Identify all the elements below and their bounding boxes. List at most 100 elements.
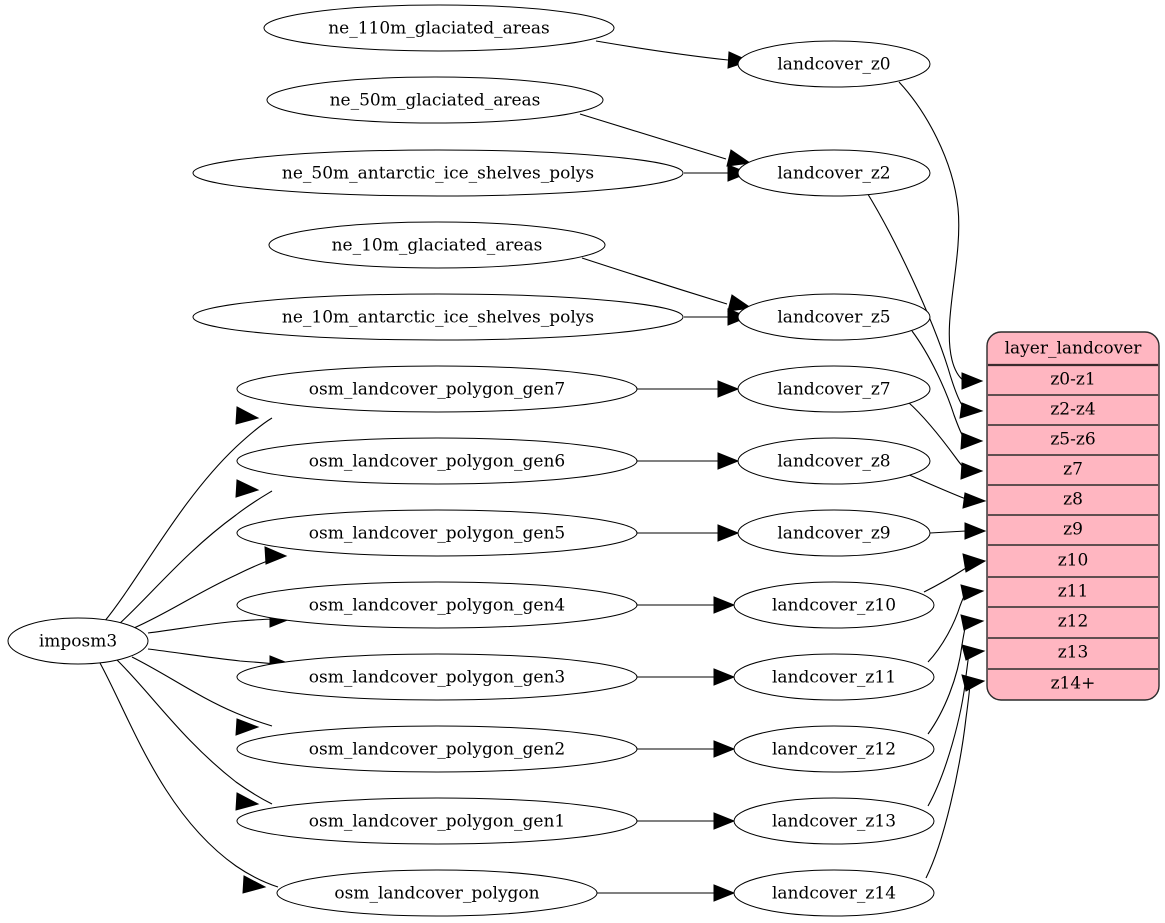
table-row-z13[interactable]: z13 (1058, 643, 1089, 663)
node-landcover-z0[interactable]: landcover_z0 (737, 40, 931, 88)
node-osm-landcover-polygon-gen6[interactable]: osm_landcover_polygon_gen6 (236, 437, 638, 485)
node-ne-50m-antarctic-ice-shelves-polys-shape[interactable] (192, 149, 684, 197)
edge-z10-to-row-z10 (923, 553, 987, 593)
edge-gen3-to-z11 (637, 668, 736, 686)
node-landcover-z13-shape[interactable] (733, 797, 935, 845)
edge-imposm3-to-gen6 (117, 479, 273, 626)
node-landcover-z9-label: landcover_z9 (777, 524, 890, 544)
node-osm-landcover-polygon-gen4[interactable]: osm_landcover_polygon_gen4 (236, 581, 638, 629)
node-landcover-z12[interactable]: landcover_z12 (733, 725, 935, 773)
node-landcover-z12-label: landcover_z12 (772, 740, 896, 760)
node-ne-110m-glaciated-areas-label: ne_110m_glaciated_areas (328, 19, 550, 39)
node-ne-110m-glaciated-areas-shape[interactable] (263, 4, 615, 52)
edge-ne110m-to-z0 (595, 40, 751, 69)
table-row-z10[interactable]: z10 (1058, 551, 1089, 571)
node-ne-50m-glaciated-areas-label: ne_50m_glaciated_areas (330, 91, 541, 111)
edge-polygon-to-z14 (597, 884, 736, 902)
table-row-z2-z4[interactable]: z2-z4 (1050, 400, 1095, 420)
layer-landcover-table[interactable]: layer_landcover z0-z1 z2-z4 z5-z6 z7 z8 … (986, 331, 1160, 701)
node-osm-landcover-polygon-gen2[interactable]: osm_landcover_polygon_gen2 (236, 725, 638, 773)
node-landcover-z9[interactable]: landcover_z9 (737, 509, 931, 557)
edge-gen1-to-z13 (637, 812, 736, 830)
edge-z9-to-row-z9 (929, 522, 987, 540)
node-ne-10m-antarctic-ice-shelves-polys[interactable]: ne_10m_antarctic_ice_shelves_polys (192, 293, 684, 341)
node-osm-landcover-polygon-gen4-shape[interactable] (236, 581, 638, 629)
node-imposm3[interactable]: imposm3 (7, 617, 149, 665)
node-ne-10m-antarctic-ice-shelves-polys-label: ne_10m_antarctic_ice_shelves_polys (282, 308, 594, 328)
node-osm-landcover-polygon-label: osm_landcover_polygon (334, 884, 539, 904)
node-osm-landcover-polygon-gen7[interactable]: osm_landcover_polygon_gen7 (236, 365, 638, 413)
edge-gen6-to-z8 (637, 452, 740, 470)
table-row-z8[interactable]: z8 (1063, 490, 1083, 510)
node-imposm3-label: imposm3 (39, 632, 117, 652)
node-ne-10m-antarctic-ice-shelves-polys-shape[interactable] (192, 293, 684, 341)
table-row-z7[interactable]: z7 (1063, 460, 1083, 480)
node-landcover-z11[interactable]: landcover_z11 (733, 653, 935, 701)
node-osm-landcover-polygon-gen5-label: osm_landcover_polygon_gen5 (309, 524, 565, 544)
node-landcover-z10-label: landcover_z10 (772, 596, 896, 616)
node-landcover-z10-shape[interactable] (733, 581, 935, 629)
table-row-z0-z1[interactable]: z0-z1 (1050, 370, 1095, 390)
node-landcover-z10[interactable]: landcover_z10 (733, 581, 935, 629)
node-landcover-z7[interactable]: landcover_z7 (737, 365, 931, 413)
node-ne-10m-glaciated-areas-label: ne_10m_glaciated_areas (332, 236, 543, 256)
node-ne-50m-antarctic-ice-shelves-polys-label: ne_50m_antarctic_ice_shelves_polys (282, 164, 594, 184)
node-landcover-z2-label: landcover_z2 (777, 164, 890, 184)
node-landcover-z5-label: landcover_z5 (777, 308, 890, 328)
edge-z2-to-row-z2z4 (865, 190, 984, 419)
edge-gen2-to-z12 (637, 740, 736, 758)
node-landcover-z9-shape[interactable] (737, 509, 931, 557)
node-osm-landcover-polygon-gen5-shape[interactable] (236, 509, 638, 557)
edge-z0-to-row-z0z1 (898, 81, 984, 390)
node-osm-landcover-polygon-gen1-label: osm_landcover_polygon_gen1 (309, 812, 565, 832)
node-osm-landcover-polygon-gen1[interactable]: osm_landcover_polygon_gen1 (236, 797, 638, 845)
layer-landcover-table-body (986, 331, 1160, 701)
node-osm-landcover-polygon-gen1-shape[interactable] (236, 797, 638, 845)
edge-imposm3-to-gen7 (103, 406, 273, 623)
edge-imposm3-to-gen2 (131, 656, 273, 736)
node-landcover-z5[interactable]: landcover_z5 (737, 293, 931, 341)
node-landcover-z0-shape[interactable] (737, 40, 931, 88)
edge-gen7-to-z7 (637, 380, 740, 398)
node-osm-landcover-polygon-shape[interactable] (276, 869, 598, 917)
edge-imposm3-to-gen5 (133, 546, 288, 629)
node-landcover-z8[interactable]: landcover_z8 (737, 437, 931, 485)
node-landcover-z14[interactable]: landcover_z14 (733, 869, 935, 917)
node-osm-landcover-polygon[interactable]: osm_landcover_polygon (276, 869, 598, 917)
node-osm-landcover-polygon-gen5[interactable]: osm_landcover_polygon_gen5 (236, 509, 638, 557)
edge-z8-to-row-z8 (906, 473, 987, 509)
node-landcover-z11-shape[interactable] (733, 653, 935, 701)
node-ne-10m-glaciated-areas-shape[interactable] (268, 221, 606, 269)
table-row-z5-z6[interactable]: z5-z6 (1050, 430, 1095, 450)
node-landcover-z11-label: landcover_z11 (772, 668, 896, 688)
node-landcover-z8-shape[interactable] (737, 437, 931, 485)
table-row-z11[interactable]: z11 (1058, 582, 1089, 602)
table-row-z9[interactable]: z9 (1063, 520, 1083, 540)
table-row-z12[interactable]: z12 (1058, 612, 1089, 632)
node-landcover-z14-shape[interactable] (733, 869, 935, 917)
node-landcover-z12-shape[interactable] (733, 725, 935, 773)
node-landcover-z2[interactable]: landcover_z2 (737, 149, 931, 197)
node-osm-landcover-polygon-gen2-shape[interactable] (236, 725, 638, 773)
node-landcover-z8-label: landcover_z8 (777, 452, 890, 472)
node-osm-landcover-polygon-gen3[interactable]: osm_landcover_polygon_gen3 (236, 653, 638, 701)
edge-z12-to-row-z12 (927, 614, 985, 735)
node-ne-50m-antarctic-ice-shelves-polys[interactable]: ne_50m_antarctic_ice_shelves_polys (192, 149, 684, 197)
node-osm-landcover-polygon-gen6-shape[interactable] (236, 437, 638, 485)
edge-z5-to-row-z5z6 (911, 330, 984, 450)
node-ne-110m-glaciated-areas[interactable]: ne_110m_glaciated_areas (263, 4, 615, 52)
node-landcover-z2-shape[interactable] (737, 149, 931, 197)
node-landcover-z7-label: landcover_z7 (777, 380, 890, 400)
edge-ne50mglac-to-z2 (579, 113, 752, 167)
edge-gen5-to-z9 (637, 524, 740, 542)
node-ne-50m-glaciated-areas[interactable]: ne_50m_glaciated_areas (266, 76, 604, 124)
node-ne-10m-glaciated-areas[interactable]: ne_10m_glaciated_areas (268, 221, 606, 269)
node-osm-landcover-polygon-gen7-shape[interactable] (236, 365, 638, 413)
node-landcover-z13[interactable]: landcover_z13 (733, 797, 935, 845)
node-landcover-z7-shape[interactable] (737, 365, 931, 413)
node-landcover-z5-shape[interactable] (737, 293, 931, 341)
node-ne-50m-glaciated-areas-shape[interactable] (266, 76, 604, 124)
node-imposm3-shape[interactable] (7, 617, 149, 665)
node-osm-landcover-polygon-gen3-shape[interactable] (236, 653, 638, 701)
table-row-z14-plus[interactable]: z14+ (1051, 674, 1096, 694)
